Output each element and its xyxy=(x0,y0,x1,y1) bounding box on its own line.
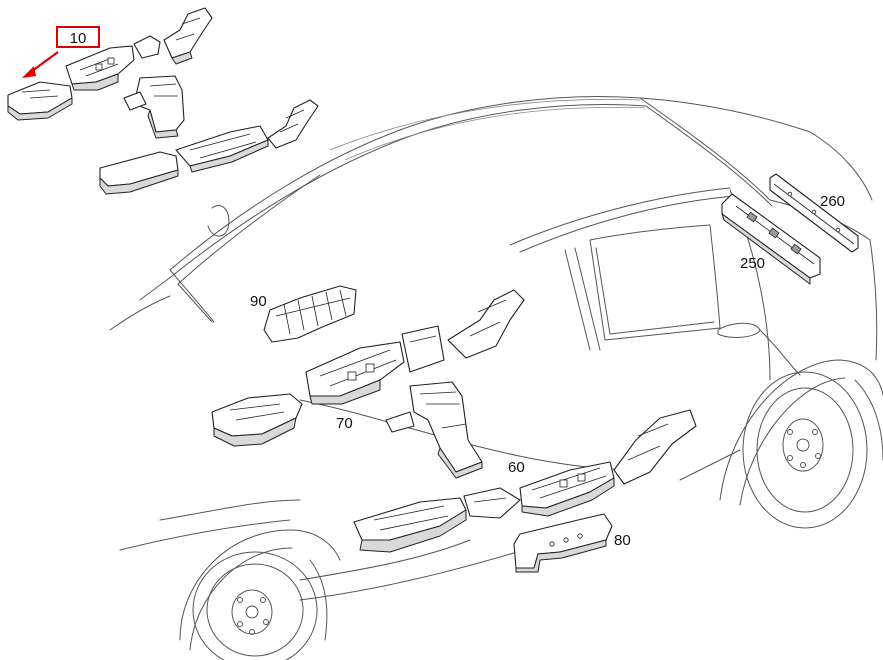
label-250: 250 xyxy=(740,255,765,272)
part-250[interactable] xyxy=(721,193,821,285)
label-260: 260 xyxy=(820,193,845,210)
part-260[interactable] xyxy=(769,173,859,253)
highlight-box xyxy=(56,26,100,48)
car-outline xyxy=(109,95,883,660)
part-80[interactable] xyxy=(513,513,613,573)
label-90: 90 xyxy=(250,293,267,310)
label-70: 70 xyxy=(336,415,353,432)
label-60: 60 xyxy=(508,459,525,476)
part-90[interactable] xyxy=(263,285,357,343)
label-80: 80 xyxy=(614,532,631,549)
label-10: 10 xyxy=(70,30,87,47)
arrow-head-icon xyxy=(22,66,36,78)
part-60-group[interactable] xyxy=(353,409,697,553)
part-70-group[interactable] xyxy=(211,289,525,479)
part-10-group[interactable] xyxy=(7,7,319,195)
label-10-highlight[interactable]: 10 xyxy=(22,26,100,78)
